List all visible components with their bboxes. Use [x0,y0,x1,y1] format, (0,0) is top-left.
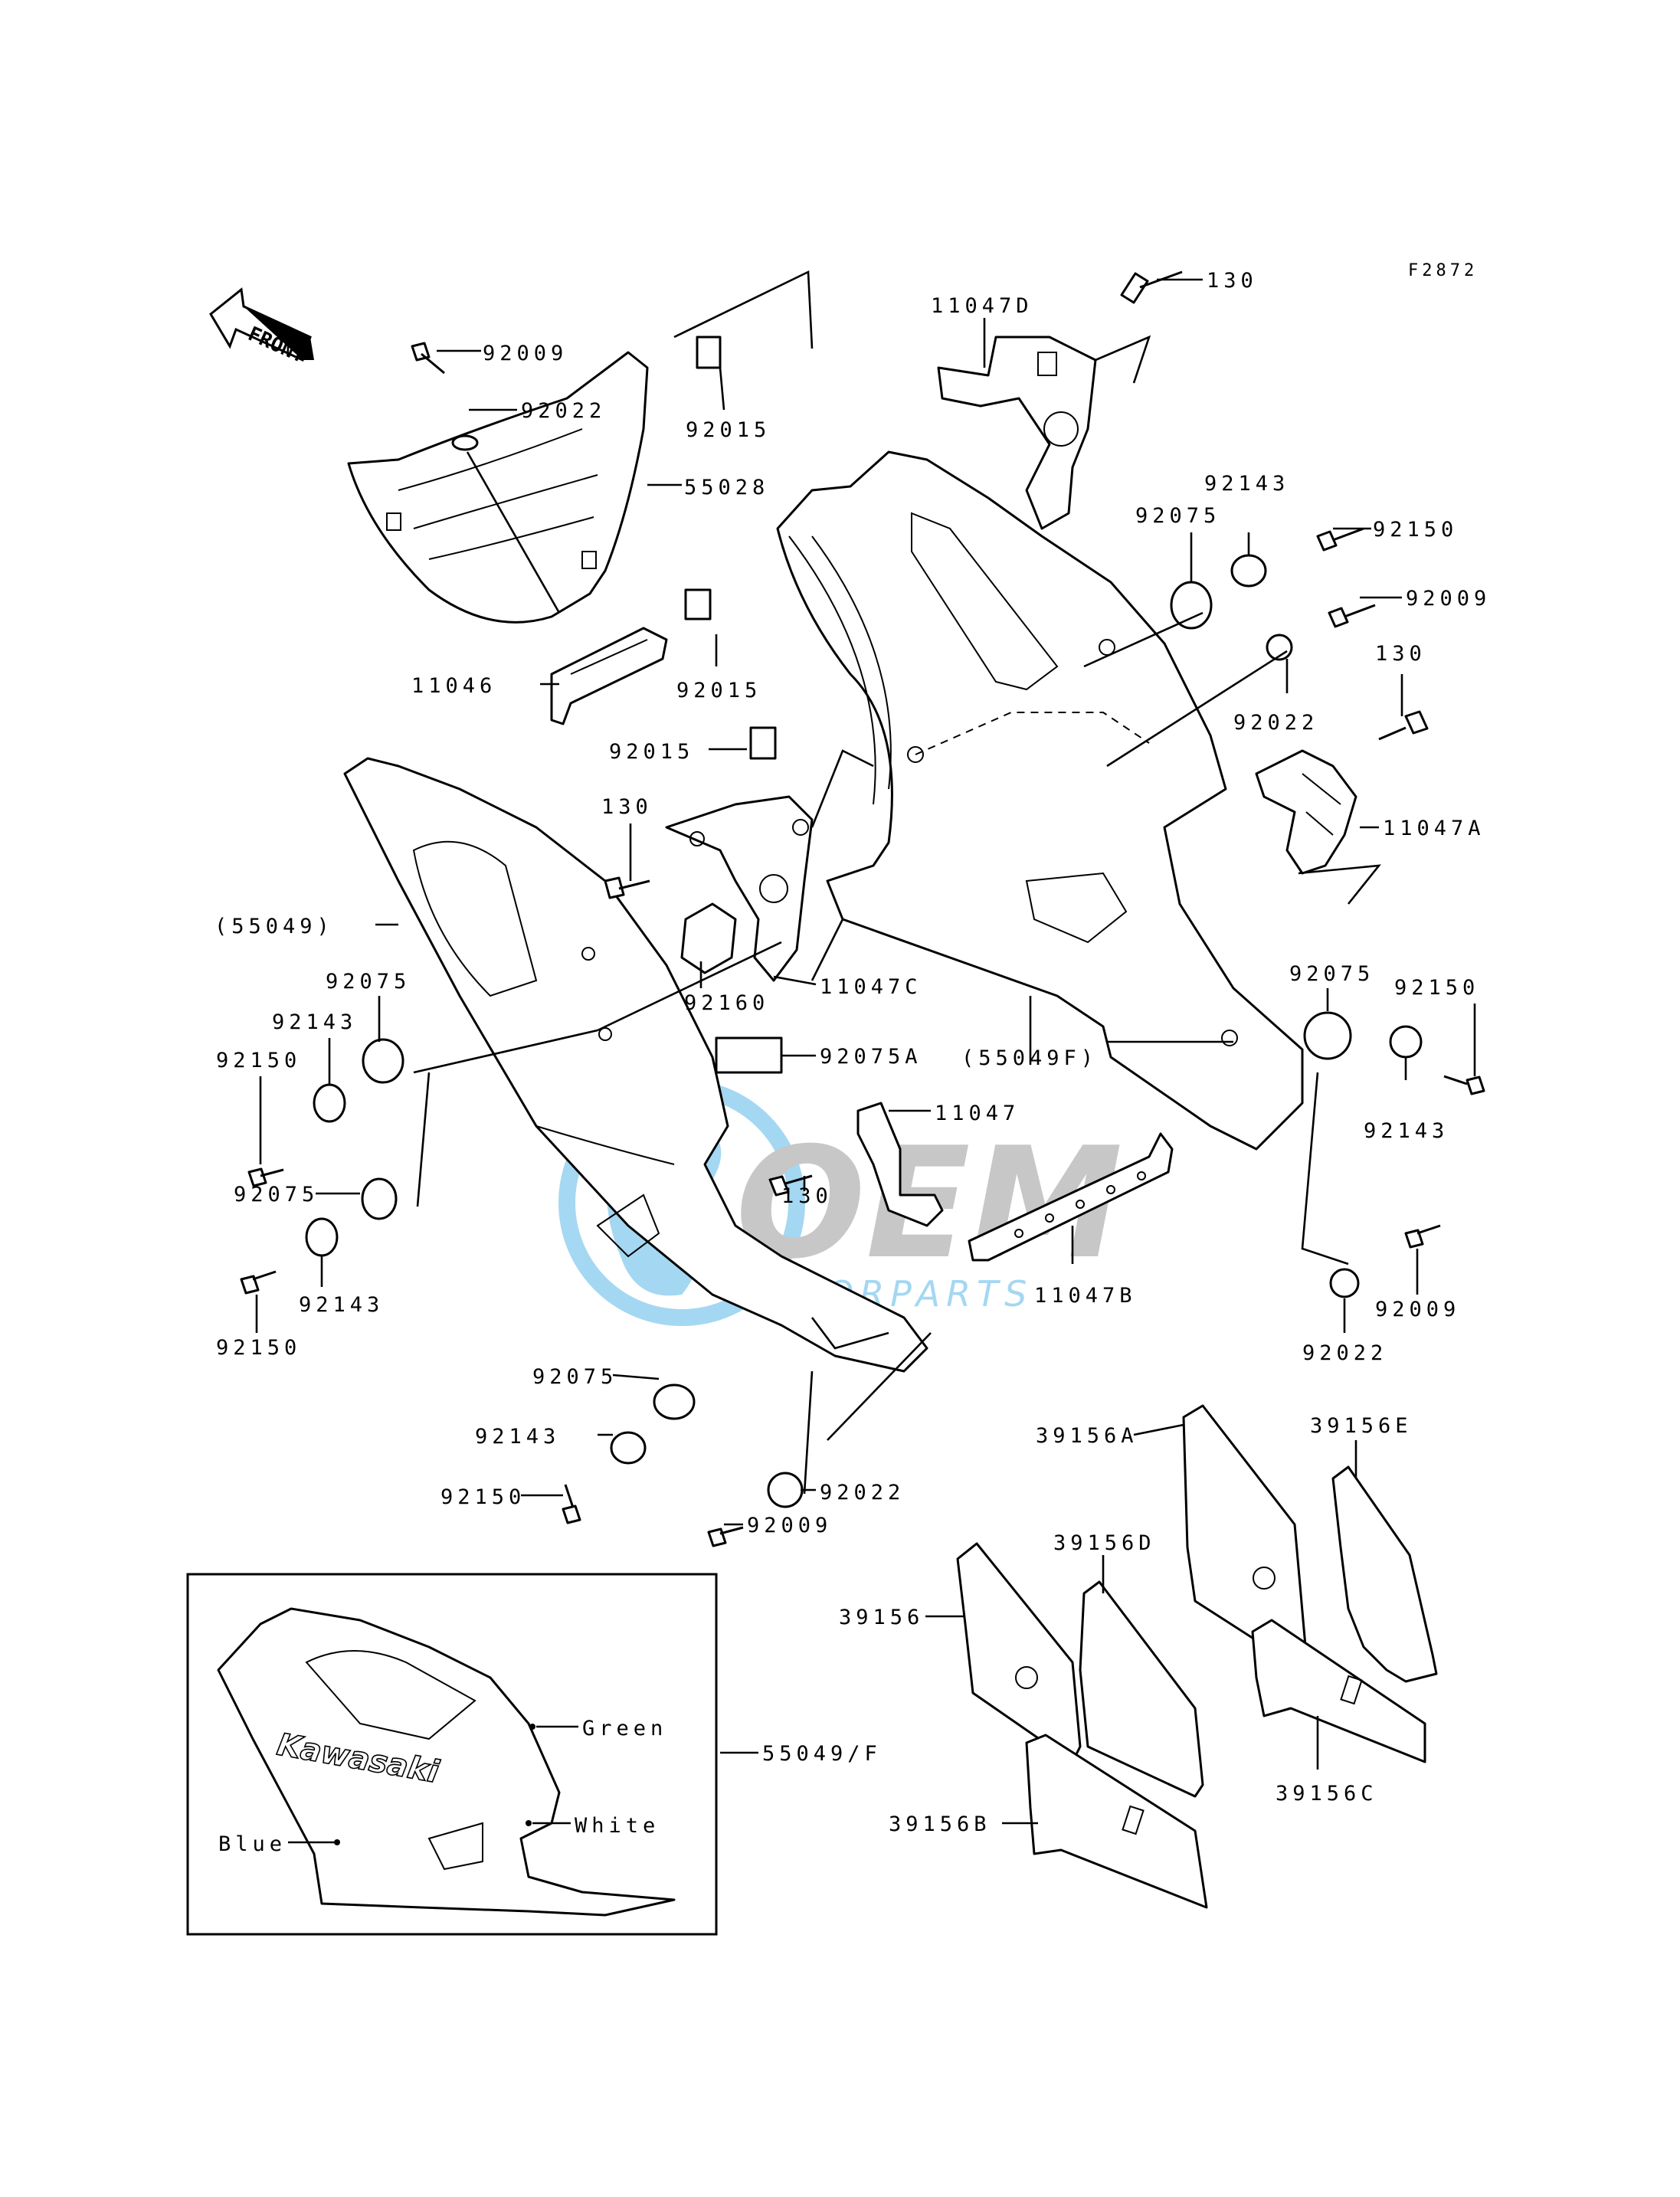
label: 92143 [1364,1119,1449,1143]
label: 92009 [747,1514,832,1537]
label: 92075A [820,1045,922,1069]
label: 11047B [1034,1284,1137,1308]
label: Blue [218,1832,287,1856]
label: 92143 [299,1293,384,1317]
part-92160-drawing [680,902,737,974]
label: 92150 [216,1336,301,1360]
part-11047A-drawing [1255,749,1357,875]
label: 39156D [1053,1531,1156,1555]
label: 11046 [411,674,496,698]
label: 92015 [676,679,761,702]
part-labels: 92009 92022 92015 55028 11046 92015 9201… [215,269,1491,1856]
label: 92150 [216,1049,301,1072]
label: 92009 [1375,1298,1460,1321]
label: 39156C [1276,1782,1378,1806]
heat-shield-drawings [956,1404,1438,1909]
label: 130 [1375,642,1426,666]
part-39156E-drawing [1331,1465,1438,1683]
label: 11047A [1383,817,1485,840]
label: 39156A [1036,1424,1138,1448]
label: 39156 [839,1606,924,1629]
part-92015-drawing [749,726,777,760]
label: (55049F) [961,1046,1098,1070]
part-55028-drawing [347,351,649,624]
label: 39156E [1310,1414,1413,1438]
part-11047B-drawing [968,1132,1174,1262]
label: 92075 [326,970,411,994]
label: 92022 [1302,1341,1387,1365]
label: 92143 [475,1425,560,1449]
part-55049F-drawing [776,450,1304,1151]
label: 92150 [1373,518,1458,542]
label: 55028 [684,476,769,499]
part-11047C-drawing [665,795,814,982]
label: 92160 [684,991,769,1015]
label: 92009 [1406,587,1491,611]
reference-lines [413,270,1381,1495]
part-39156-drawing [956,1542,1082,1763]
part-11047D-drawing [937,336,1097,530]
label: 92143 [272,1010,357,1034]
label: 11047D [931,294,1033,318]
label: 92075 [234,1183,319,1207]
label: 92022 [820,1481,905,1505]
label: 130 [1207,269,1258,293]
label: 92009 [483,342,568,365]
leader-lines [255,278,1476,1825]
label: Green [582,1717,667,1740]
label: 130 [781,1184,833,1208]
label: 92143 [1204,472,1289,496]
part-92015-drawing [684,588,712,620]
part-39156B-drawing [1025,1734,1208,1909]
label: 11047C [820,975,922,999]
label: 11047 [935,1102,1020,1125]
label: 92015 [609,740,694,764]
part-11046-drawing [550,627,668,725]
part-55049-drawing [343,757,928,1373]
label: (55049) [215,915,334,938]
label: 92022 [521,399,606,423]
part-39156D-drawing [1079,1580,1204,1798]
label: 92075 [532,1365,617,1389]
hardware-drawings [240,270,1485,1547]
label: 92075 [1289,962,1374,986]
label: 55049/F [762,1742,882,1766]
label: 39156B [889,1812,991,1836]
label: 92015 [686,418,771,442]
label: 130 [601,795,653,819]
part-39156C-drawing [1251,1619,1426,1763]
inset-55049-F: Kawasaki [186,1573,718,1936]
figure-code: F2872 [1408,261,1478,280]
label: White [575,1814,660,1838]
part-92075A-drawing [715,1036,783,1074]
part-11047-drawing [856,1102,944,1227]
label: 92150 [440,1485,526,1509]
label: 92022 [1233,711,1318,735]
label: 92075 [1135,504,1220,528]
front-arrow-icon: FRONT [209,287,314,368]
label: 92150 [1394,976,1479,1000]
part-92015-drawing [696,336,722,369]
